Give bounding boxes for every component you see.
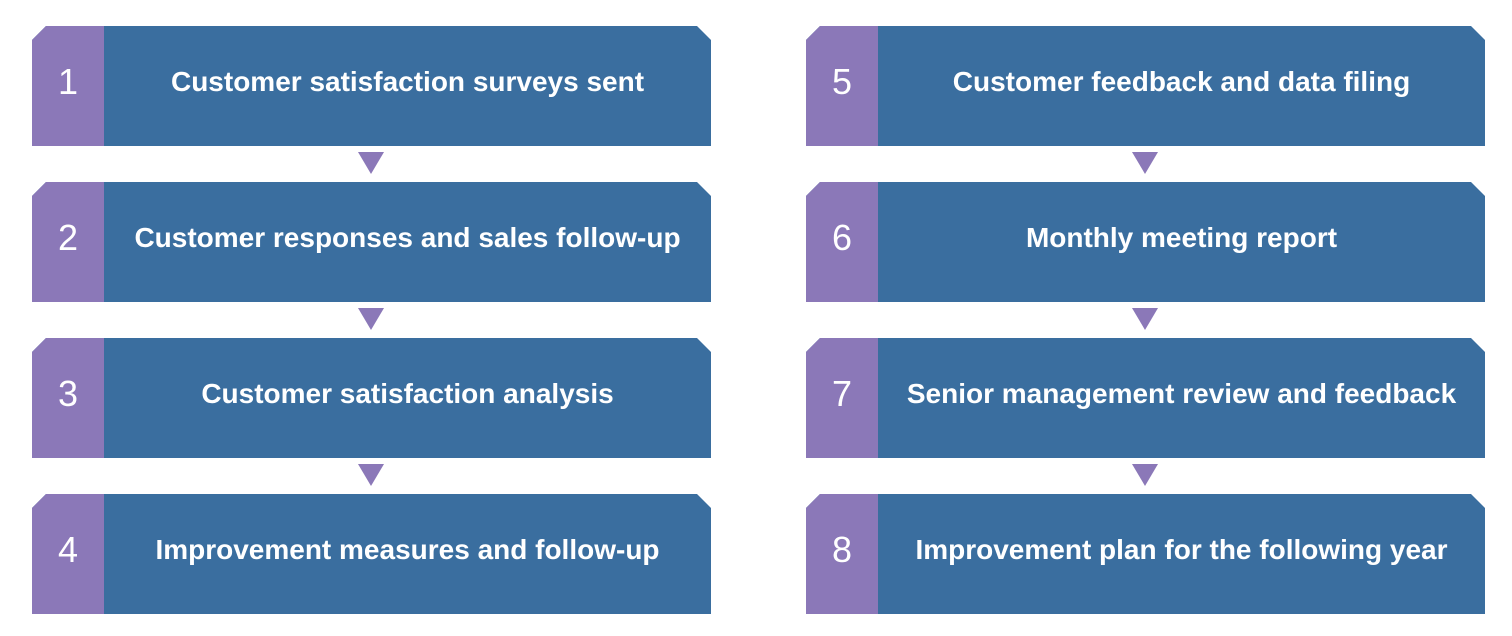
- down-arrow-icon: [1132, 308, 1158, 330]
- step-shape: [32, 494, 711, 614]
- step-shape: [806, 182, 1485, 302]
- step-number: 4: [57, 529, 79, 570]
- step-number: 7: [831, 373, 853, 414]
- right-column: 5 Customer feedback and data filing 6 Mo…: [806, 26, 1485, 614]
- step-shape: [806, 26, 1485, 146]
- step-6: 6 Monthly meeting report: [806, 182, 1485, 330]
- step-5: 5 Customer feedback and data filing: [806, 26, 1485, 174]
- down-arrow-icon: [1132, 464, 1158, 486]
- step-label: Improvement plan for the following year: [915, 534, 1448, 565]
- step-label: Improvement measures and follow-up: [155, 534, 660, 565]
- step-shape: [806, 494, 1485, 614]
- step-number: 1: [57, 61, 79, 102]
- step-label: Monthly meeting report: [1025, 222, 1338, 253]
- step-label: Customer satisfaction surveys sent: [170, 66, 645, 97]
- step-shape: [32, 26, 711, 146]
- step-label: Senior management review and feedback: [906, 378, 1457, 409]
- down-arrow-icon: [358, 464, 384, 486]
- step-number: 6: [831, 217, 853, 258]
- step-number: 5: [831, 61, 853, 102]
- step-4: 4 Improvement measures and follow-up: [32, 494, 711, 614]
- step-3: 3 Customer satisfaction analysis: [32, 338, 711, 486]
- down-arrow-icon: [358, 308, 384, 330]
- step-number: 3: [57, 373, 79, 414]
- step-label: Customer satisfaction analysis: [201, 378, 614, 409]
- down-arrow-icon: [358, 152, 384, 174]
- step-shape: [32, 182, 711, 302]
- step-label: Customer feedback and data filing: [952, 66, 1411, 97]
- down-arrow-icon: [1132, 152, 1158, 174]
- step-7: 7 Senior management review and feedback: [806, 338, 1485, 486]
- step-number: 2: [57, 217, 79, 258]
- step-shape: [32, 338, 711, 458]
- left-column: 1 Customer satisfaction surveys sent 2 C…: [32, 26, 711, 614]
- step-number: 8: [831, 529, 853, 570]
- step-shape: [806, 338, 1485, 458]
- step-2: 2 Customer responses and sales follow-up: [32, 182, 711, 330]
- step-1: 1 Customer satisfaction surveys sent: [32, 26, 711, 174]
- step-8: 8 Improvement plan for the following yea…: [806, 494, 1485, 614]
- step-label: Customer responses and sales follow-up: [134, 222, 681, 253]
